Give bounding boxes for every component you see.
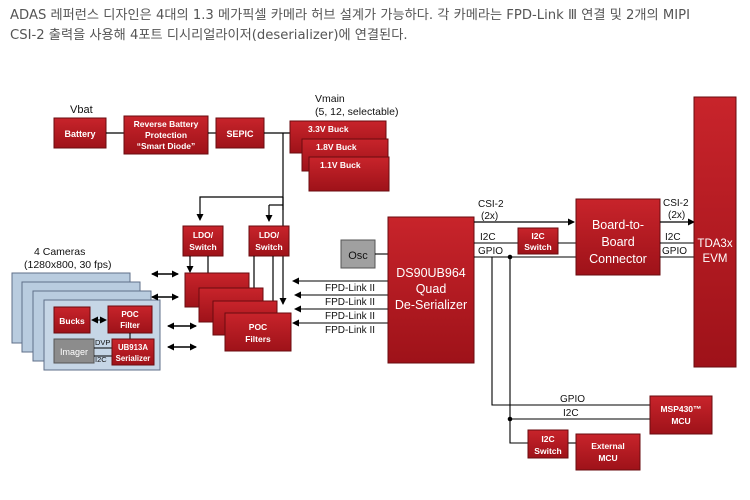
- buck-1v1-label: 1.1V Buck: [320, 160, 361, 170]
- cam-poc-filter: POC Filter: [107, 305, 153, 334]
- fpd-links: FPD-Link II FPD-Link II FPD-Link II FPD-…: [292, 277, 388, 336]
- vmain-label: Vmain: [315, 93, 345, 105]
- svg-text:MCU: MCU: [598, 453, 617, 463]
- i2c-label-bottom: I2C: [563, 408, 579, 419]
- i2c-switch-top: I2C Switch: [517, 227, 559, 255]
- battery-block: Battery: [53, 117, 107, 149]
- svg-text:Switch: Switch: [534, 446, 561, 456]
- reverse-protection-block: Reverse Battery Protection “Smart Diode”: [123, 115, 209, 155]
- gpio-label-bottom: GPIO: [560, 394, 585, 405]
- cameras-spec: (1280x800, 30 fps): [24, 259, 112, 271]
- svg-text:“Smart Diode”: “Smart Diode”: [137, 141, 196, 151]
- osc-block: Osc: [340, 239, 376, 269]
- csi2-count-right: (2x): [668, 210, 685, 221]
- svg-text:FPD-Link II: FPD-Link II: [325, 325, 375, 336]
- buck-1v8-label: 1.8V Buck: [316, 142, 357, 152]
- gpio-label-right: GPIO: [662, 246, 687, 257]
- svg-text:Board-to-: Board-to-: [592, 218, 644, 232]
- buck-stack: 3.3V Buck 1.8V Buck 1.1V Buck: [289, 120, 390, 192]
- svg-text:Imager: Imager: [60, 347, 88, 357]
- svg-text:FPD-Link II: FPD-Link II: [325, 297, 375, 308]
- ldo-switch-2: LDO/ Switch: [248, 225, 290, 257]
- msp430-block: MSP430™ MCU: [649, 395, 713, 435]
- i2c-label-left: I2C: [480, 232, 496, 243]
- tda3x-evm-block: TDA3x EVM: [693, 96, 737, 368]
- csi2-label-right: CSI-2: [663, 198, 689, 209]
- svg-text:LDO/: LDO/: [193, 230, 214, 240]
- camera-links: [151, 270, 197, 351]
- caption-line-2: CSI-2 출력을 사용해 4포트 디시리얼라이저(deserializer)에…: [10, 28, 408, 43]
- external-mcu-block: External MCU: [575, 433, 641, 471]
- svg-text:Protection: Protection: [145, 130, 187, 140]
- cam-serializer: UB913A Serializer: [111, 338, 155, 366]
- svg-text:External: External: [591, 441, 625, 451]
- svg-text:Switch: Switch: [524, 242, 551, 252]
- svg-text:POC: POC: [249, 322, 267, 332]
- i2c-label-right: I2C: [665, 232, 681, 243]
- ldo-switch-1: LDO/ Switch: [182, 225, 224, 257]
- dvp-label: DVP: [95, 338, 110, 347]
- gpio-label-left: GPIO: [478, 246, 503, 257]
- svg-text:POC: POC: [121, 310, 139, 319]
- board-connector-block: Board-to- Board Connector: [575, 198, 661, 276]
- svg-text:Filters: Filters: [245, 334, 271, 344]
- svg-text:FPD-Link II: FPD-Link II: [325, 311, 375, 322]
- svg-text:LDO/: LDO/: [259, 230, 280, 240]
- csi2-count-left: (2x): [481, 211, 498, 222]
- svg-text:EVM: EVM: [703, 253, 728, 265]
- sepic-label: SEPIC: [226, 129, 254, 139]
- svg-text:UB913A: UB913A: [118, 343, 148, 352]
- svg-text:FPD-Link II: FPD-Link II: [325, 283, 375, 294]
- svg-text:DS90UB964: DS90UB964: [396, 266, 466, 280]
- svg-text:Board: Board: [601, 235, 634, 249]
- cam-bucks: Bucks: [53, 306, 91, 334]
- svg-text:Osc: Osc: [348, 250, 368, 262]
- deserializer-block: DS90UB964 Quad De-Serializer: [387, 216, 475, 364]
- buck-3v3-label: 3.3V Buck: [308, 124, 349, 134]
- svg-text:Connector: Connector: [589, 252, 647, 266]
- sepic-block: SEPIC: [215, 117, 265, 149]
- svg-text:Bucks: Bucks: [59, 316, 85, 326]
- cameras-label: 4 Cameras: [34, 246, 85, 258]
- svg-text:Quad: Quad: [416, 282, 447, 296]
- svg-text:TDA3x: TDA3x: [697, 238, 732, 250]
- poc-filters-stack: POC Filters: [184, 272, 292, 352]
- vmain-options: (5, 12, selectable): [315, 106, 398, 118]
- svg-text:MSP430™: MSP430™: [660, 404, 701, 414]
- battery-label: Battery: [64, 129, 95, 139]
- svg-text:De-Serializer: De-Serializer: [395, 298, 467, 312]
- svg-text:Reverse Battery: Reverse Battery: [134, 119, 199, 129]
- svg-text:Serializer: Serializer: [116, 354, 151, 363]
- cam-i2c-label: I2C: [95, 355, 107, 364]
- svg-text:Switch: Switch: [255, 242, 282, 252]
- i2c-switch-bottom: I2C Switch: [527, 429, 569, 459]
- svg-text:Filter: Filter: [120, 321, 140, 330]
- csi2-label-left: CSI-2: [478, 199, 504, 210]
- svg-text:I2C: I2C: [541, 434, 554, 444]
- vbat-label: Vbat: [70, 104, 93, 116]
- svg-text:MCU: MCU: [671, 416, 690, 426]
- cam-imager: Imager: [53, 338, 95, 364]
- caption-line-1: ADAS 레퍼런스 디자인은 4대의 1.3 메가픽셀 카메라 허브 설계가 가…: [10, 8, 690, 23]
- caption: ADAS 레퍼런스 디자인은 4대의 1.3 메가픽셀 카메라 허브 설계가 가…: [10, 6, 740, 46]
- svg-text:I2C: I2C: [531, 231, 544, 241]
- svg-text:Switch: Switch: [189, 242, 216, 252]
